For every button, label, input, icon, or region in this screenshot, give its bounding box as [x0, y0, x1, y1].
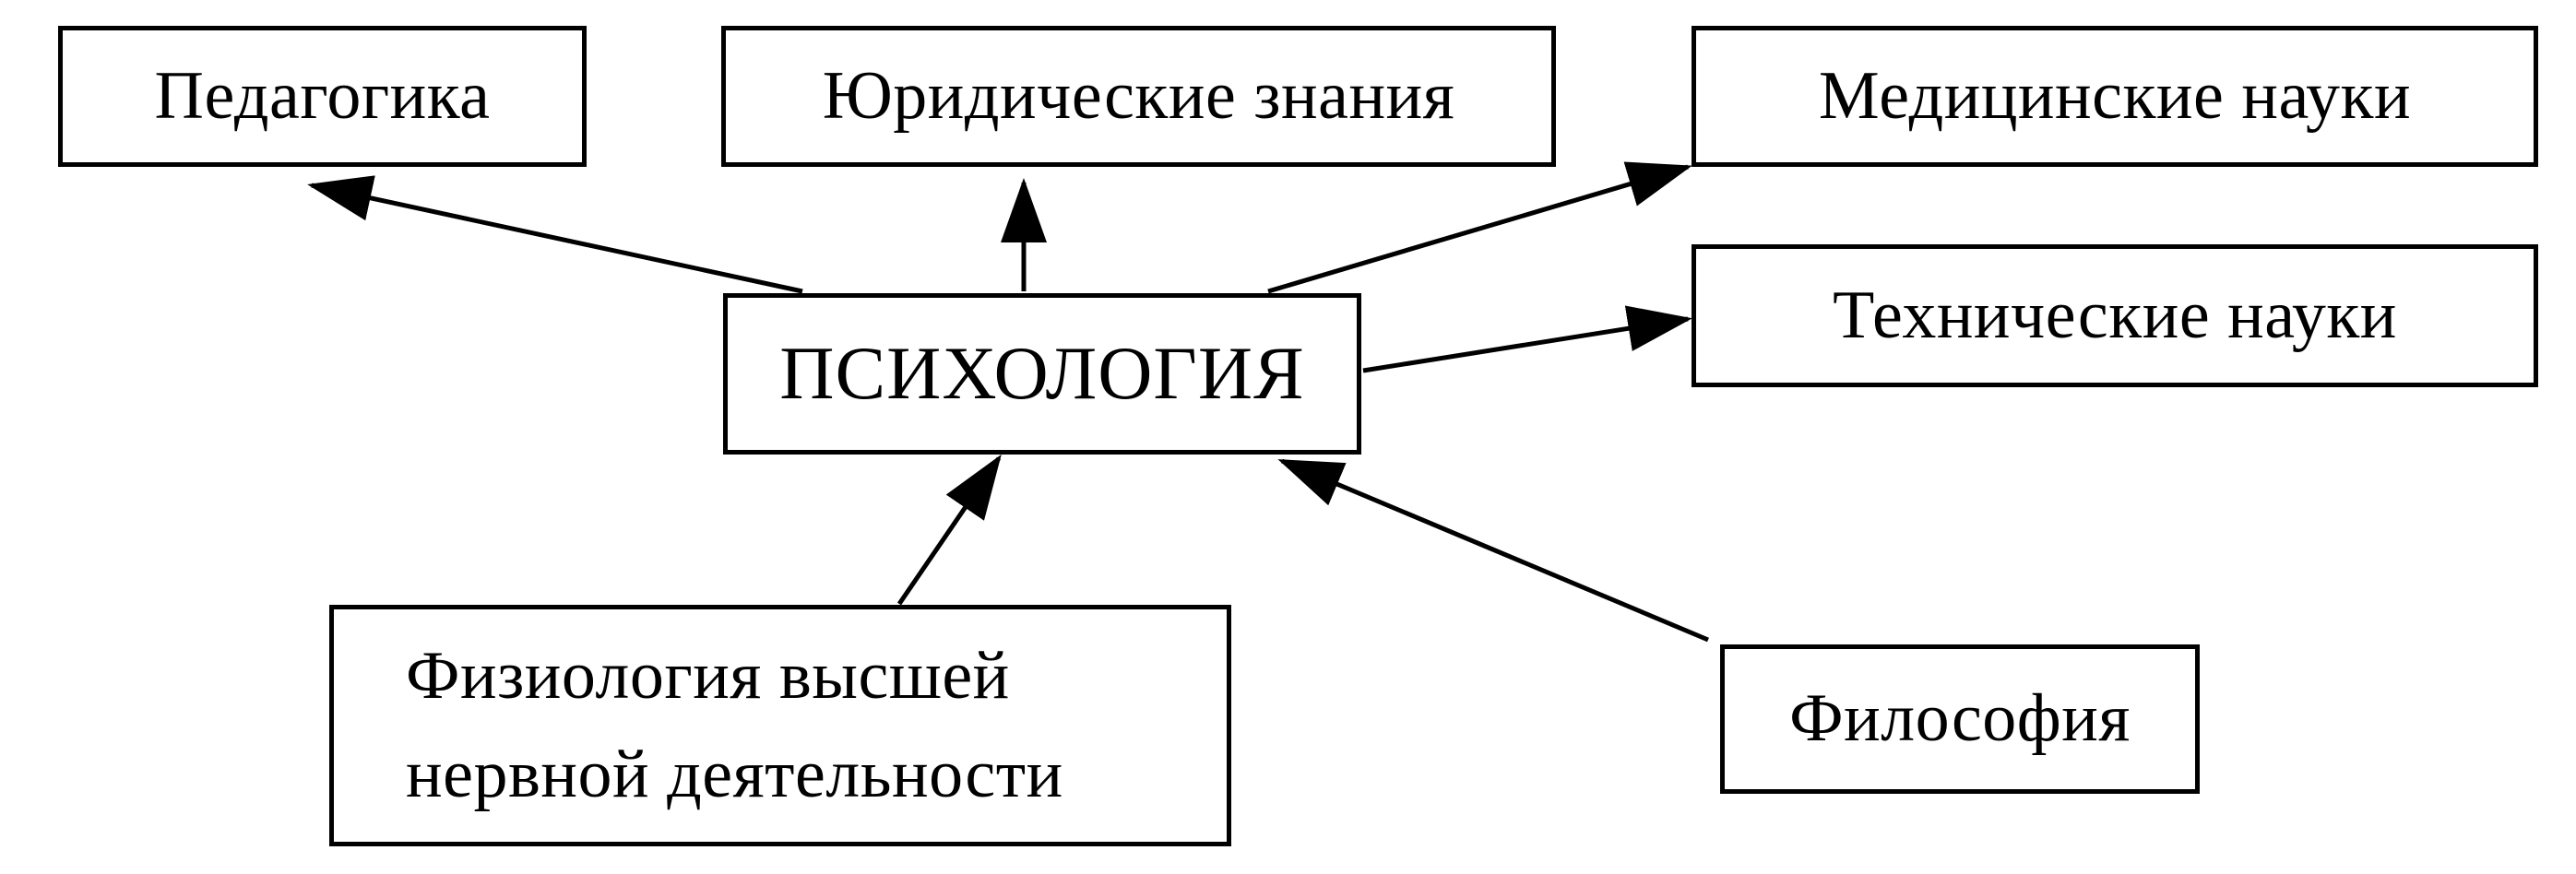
node-psychology: ПСИХОЛОГИЯ [723, 293, 1361, 455]
node-medical-sciences-label: Медицинские науки [1818, 57, 2412, 134]
arrow-physiology-to-psychology [896, 454, 1002, 606]
node-legal-knowledge: Юридические знания [721, 26, 1556, 167]
arrow-psychology-to-pedagogy [307, 175, 803, 294]
node-pedagogy: Педагогика [58, 26, 587, 167]
node-philosophy-label: Философия [1789, 680, 2131, 757]
arrow-psychology-to-technical [1362, 305, 1692, 373]
node-medical-sciences: Медицинские науки [1692, 26, 2538, 167]
node-psychology-label: ПСИХОЛОГИЯ [779, 331, 1305, 416]
node-philosophy: Философия [1720, 644, 2200, 794]
node-legal-knowledge-label: Юридические знания [822, 57, 1455, 134]
node-pedagogy-label: Педагогика [154, 57, 491, 134]
node-technical-sciences: Технические науки [1692, 244, 2538, 387]
arrow-philosophy-to-psychology [1277, 458, 1709, 643]
node-physiology: Физиология высшей нервной деятельности [329, 605, 1231, 846]
arrow-psychology-to-medical [1267, 161, 1692, 294]
node-physiology-label-line2: нервной деятельности [406, 737, 1063, 812]
node-technical-sciences-label: Технические науки [1833, 277, 2397, 353]
node-physiology-label-line1: Физиология высшей [406, 637, 1010, 714]
